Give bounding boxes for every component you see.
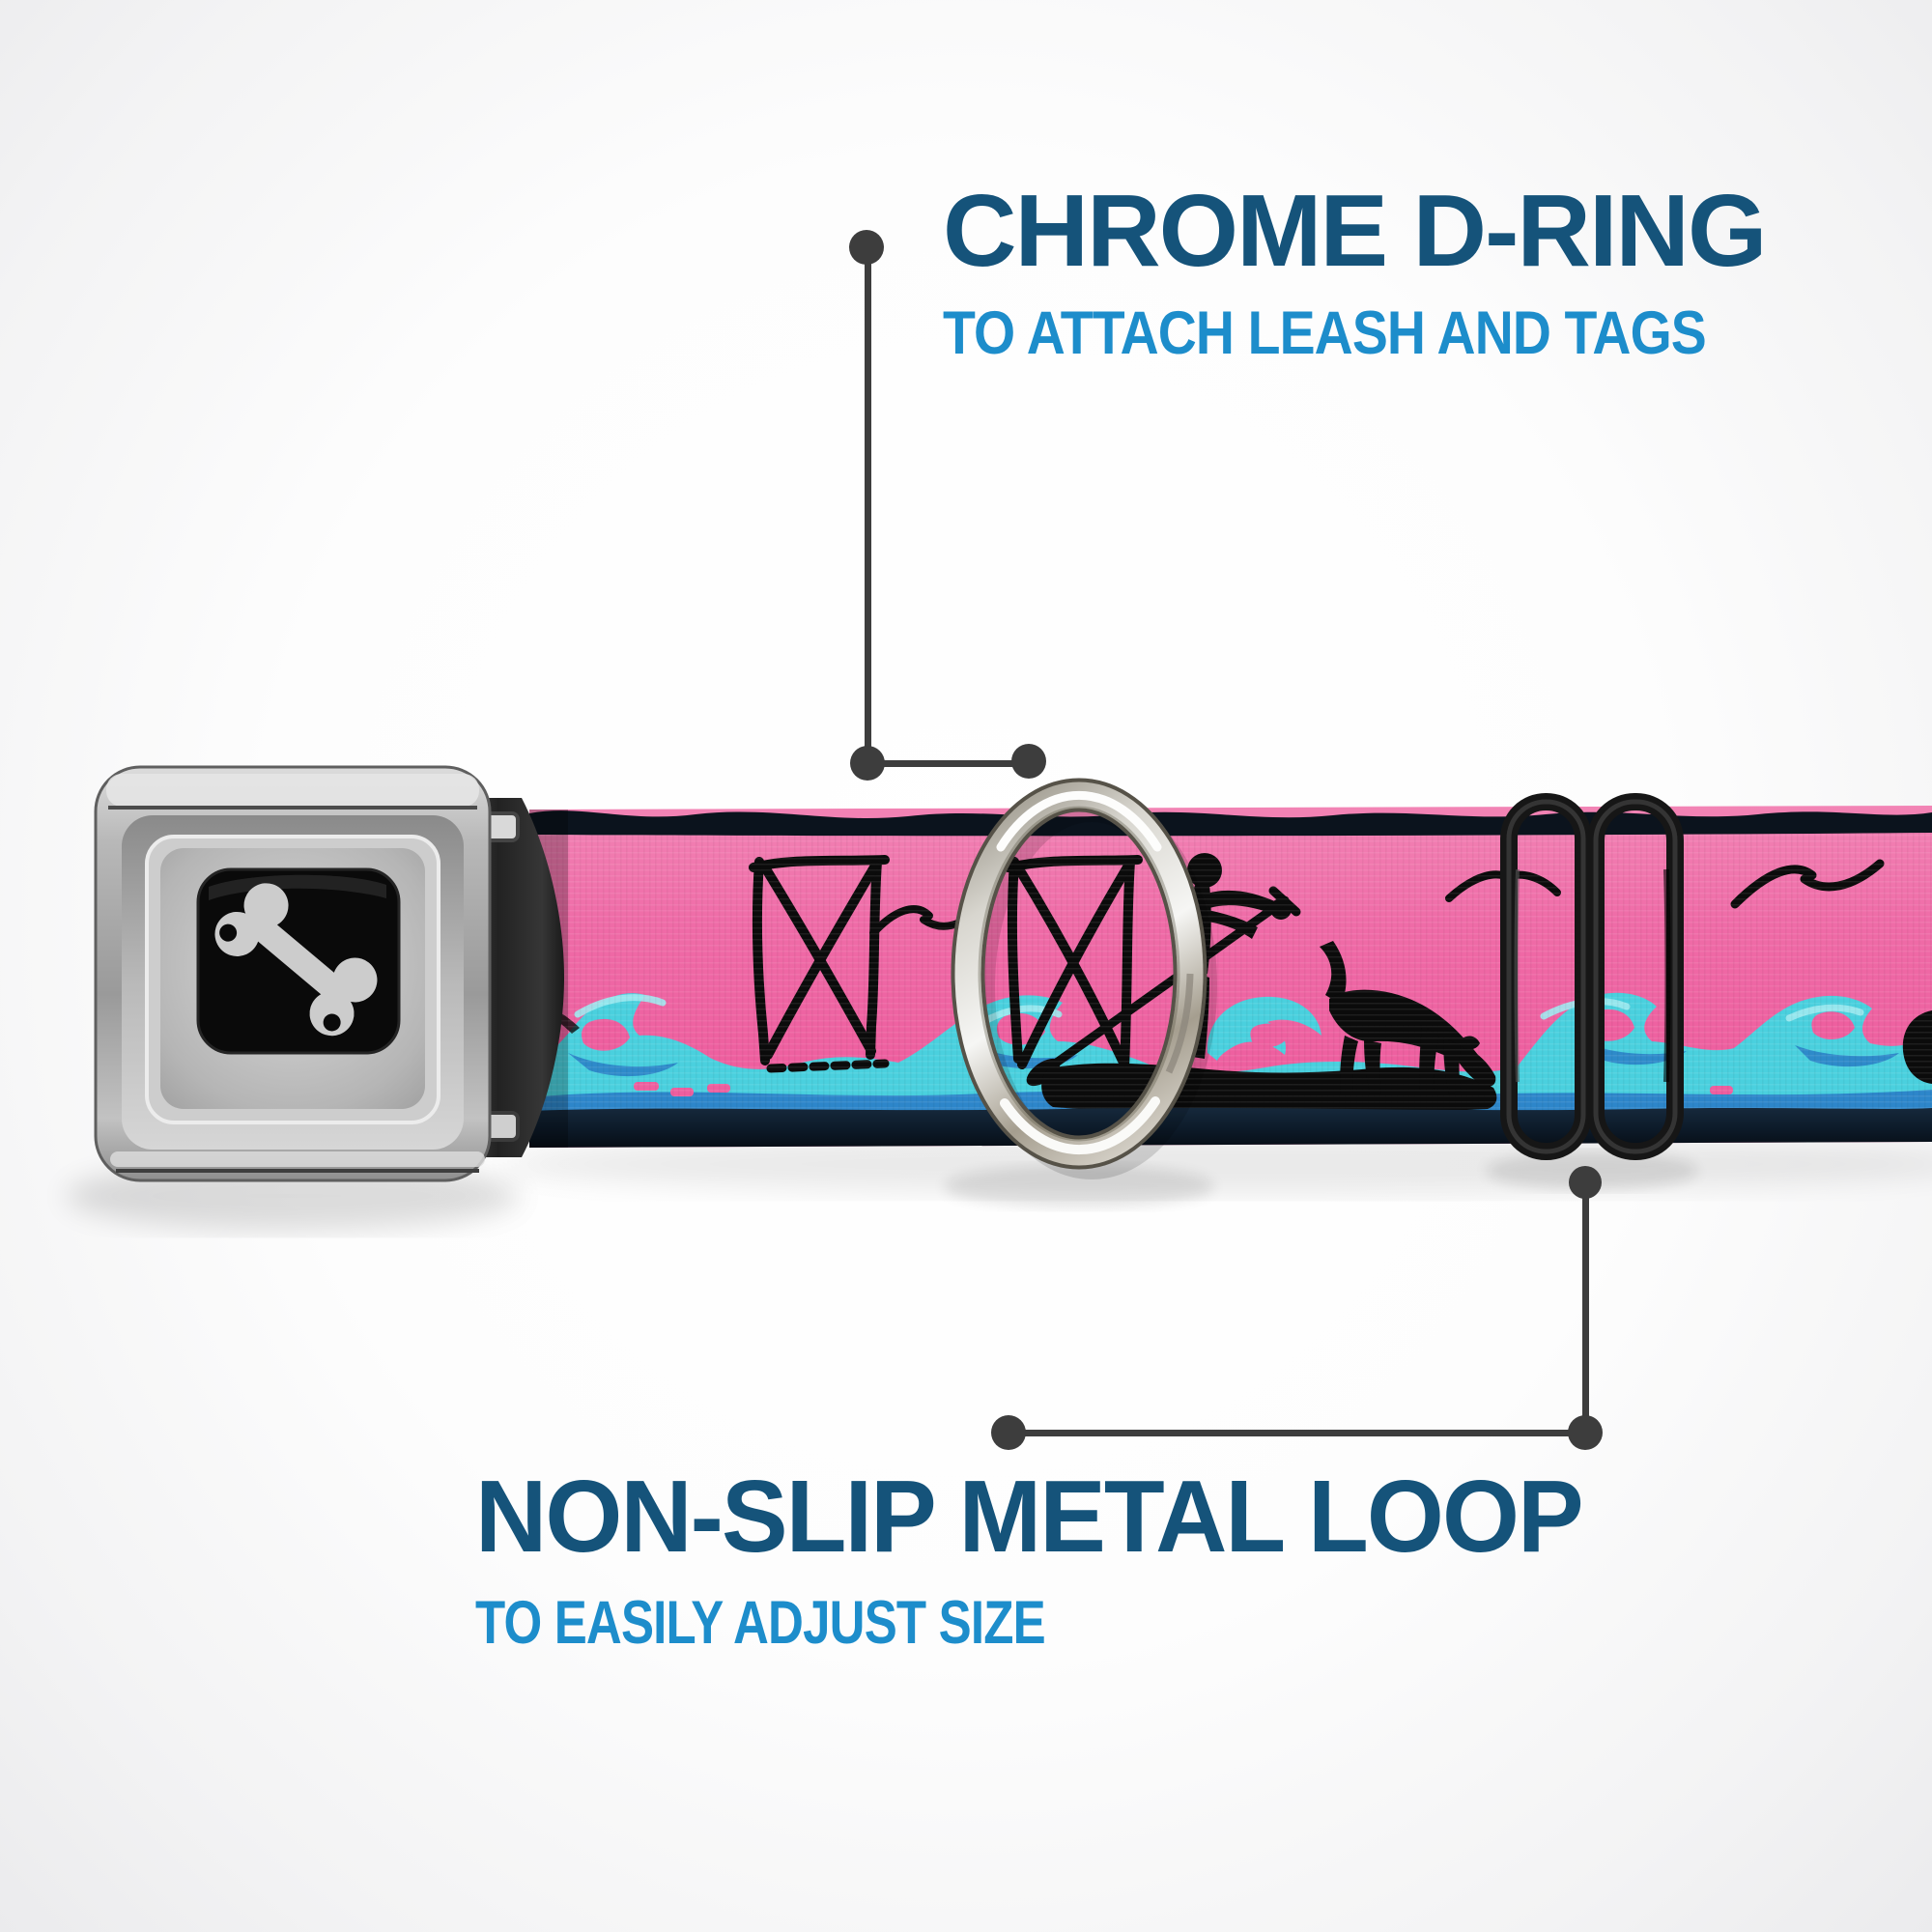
callout-title-chrome-d-ring: CHROME D-RING bbox=[943, 174, 1767, 288]
buckle-top-plate bbox=[106, 774, 479, 807]
callout-subtitle-adjust-size: TO EASILY ADJUST SIZE bbox=[475, 1589, 1046, 1657]
callout-line bbox=[1009, 1430, 1585, 1436]
callout-subtitle-attach-leash: TO ATTACH LEASH AND TAGS bbox=[943, 299, 1707, 367]
collar-webbing bbox=[529, 806, 1932, 1148]
metal-loop bbox=[1500, 793, 1684, 1160]
callout-dot bbox=[991, 1415, 1026, 1450]
webbing-texture bbox=[529, 821, 1932, 1117]
chrome-d-ring bbox=[951, 778, 1217, 1179]
buckle-bottom-seam bbox=[110, 1151, 485, 1167]
callout-dot-dring-pointer bbox=[1011, 744, 1046, 779]
callout-line bbox=[867, 760, 1029, 767]
callout-title-non-slip-metal-loop: NON-SLIP METAL LOOP bbox=[475, 1460, 1584, 1574]
callout-line bbox=[1582, 1184, 1589, 1433]
webbing-bottom-edge bbox=[529, 1107, 1932, 1148]
callout-line bbox=[865, 251, 871, 761]
logo-plate-gloss bbox=[209, 874, 386, 900]
bone-icon bbox=[214, 883, 378, 1037]
seatbelt-buckle bbox=[94, 765, 564, 1182]
